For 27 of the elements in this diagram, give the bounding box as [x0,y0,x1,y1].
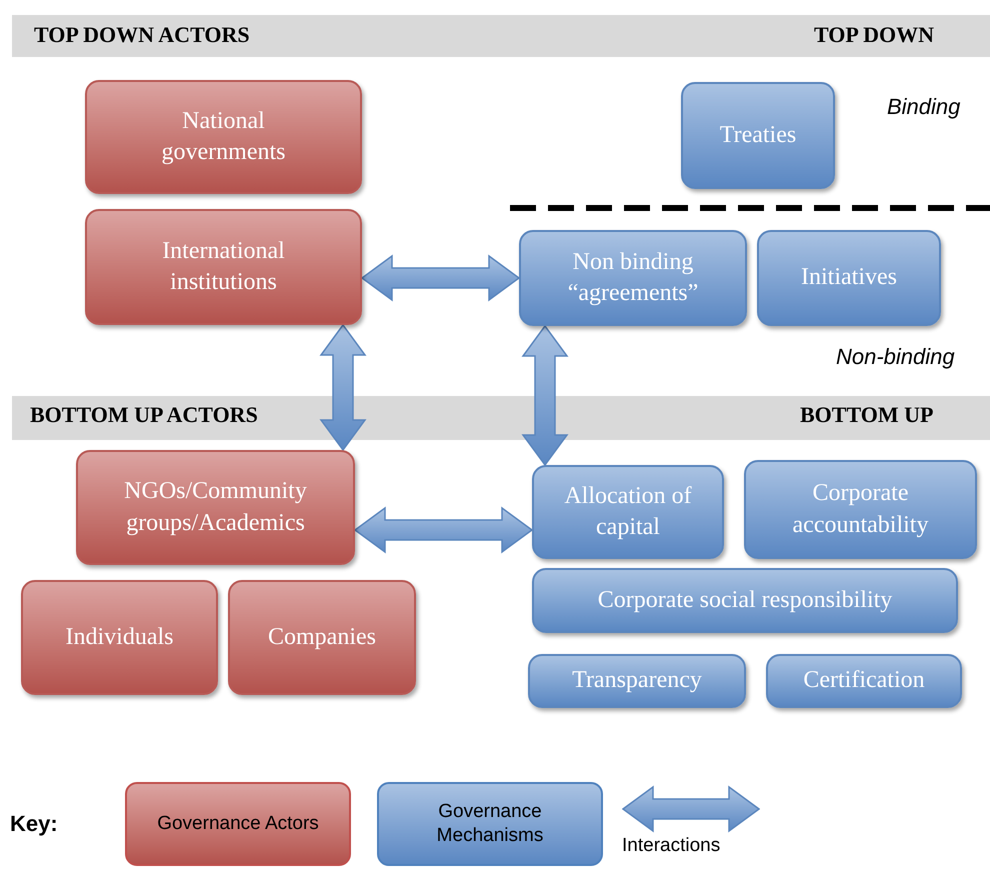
section-label: Key: [10,813,58,835]
actor-box: NGOs/Community groups/Academics [76,450,355,565]
section-label: BOTTOM UP ACTORS [30,404,258,426]
section-label: TOP DOWN [814,24,934,46]
double-arrow [360,254,520,302]
mechanism-box: Allocation of capital [532,465,724,559]
actor-box: Companies [228,580,416,695]
actor-box: Individuals [21,580,218,695]
mechanism-box: Transparency [528,654,746,708]
legend-text: Governance Actors [157,812,319,836]
mechanism-box: Initiatives [757,230,941,326]
mechanism-box: Non binding “agreements” [519,230,747,326]
actor-box: National governments [85,80,362,194]
double-arrow [320,324,366,452]
double-arrow [522,324,568,466]
mechanism-box: Corporate social responsibility [532,568,958,633]
double-arrow [354,506,534,554]
actor-box: International institutions [85,209,362,325]
legend-text: Governance Mechanisms [436,800,544,848]
section-label: Binding [887,96,960,118]
legend-text: Interactions [622,836,720,855]
mechanism-box: Certification [766,654,962,708]
section-label: BOTTOM UP [800,404,934,426]
mechanism-box: Treaties [681,82,835,189]
section-label: Non-binding [836,346,955,368]
mechanism-box: Corporate accountability [744,460,977,559]
section-label: TOP DOWN ACTORS [34,24,250,46]
